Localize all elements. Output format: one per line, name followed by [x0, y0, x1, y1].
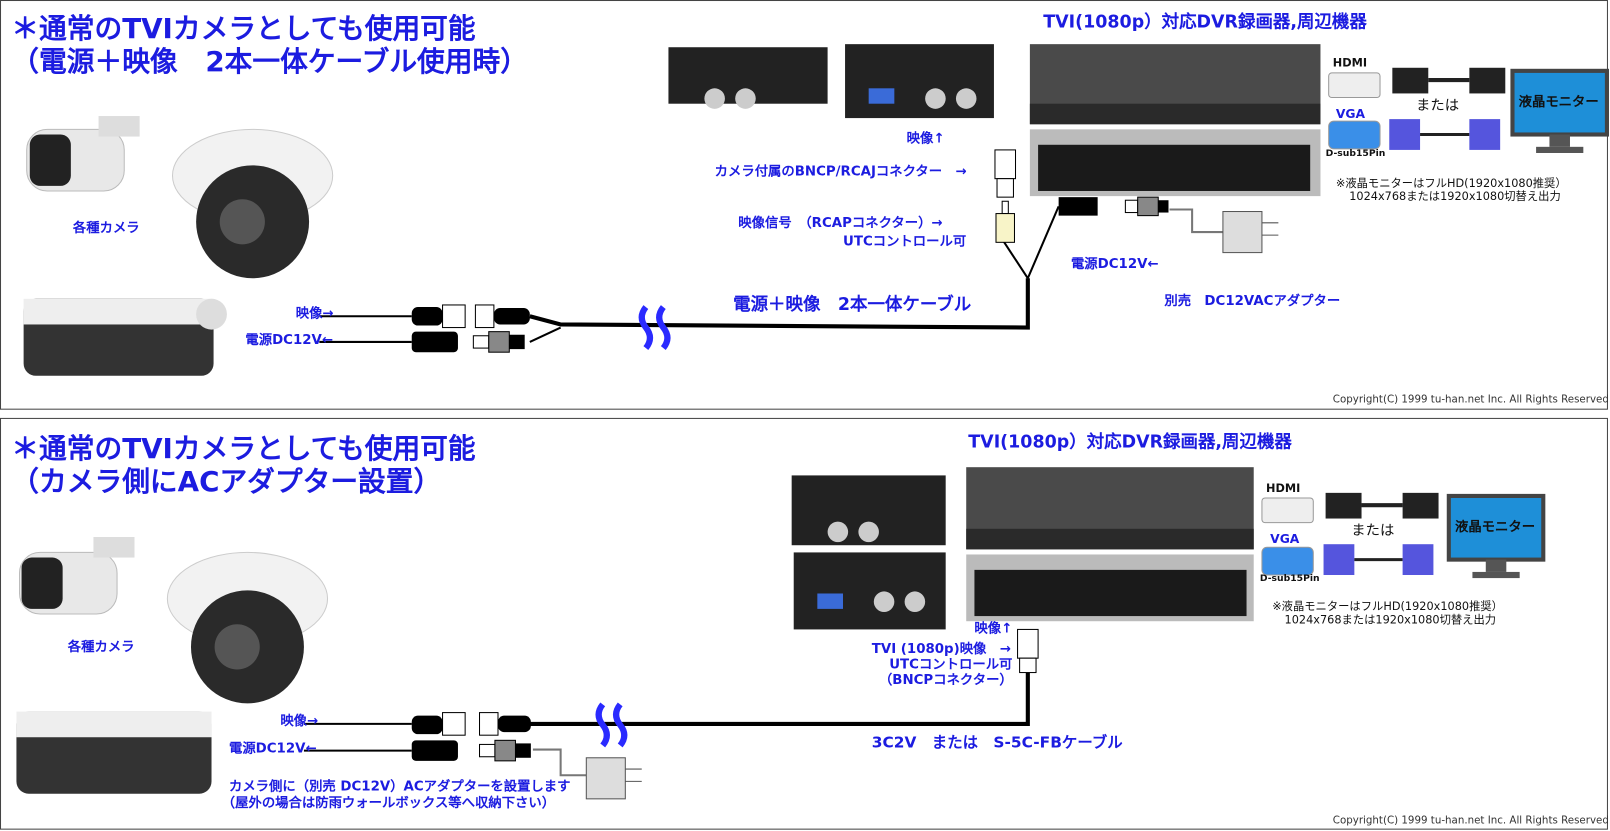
dvr-back-photo	[966, 554, 1254, 622]
cable-break-icon	[595, 702, 628, 748]
converter-vga-photo	[793, 552, 946, 630]
bnc-plug-icon	[1017, 628, 1039, 674]
converter-vga-photo	[845, 44, 994, 119]
note-2: 1024x768または1920x1080切替え出力	[1284, 612, 1497, 627]
bnc-connector-icon	[411, 712, 531, 736]
bnc-connector-icon	[411, 304, 530, 329]
dvr-title: TVI(1080p）対応DVR録画器,周辺機器	[1043, 12, 1367, 33]
video-up-label: 映像↑	[974, 621, 1013, 637]
panel-camera-side-adapter: ＊通常のTVIカメラとしても使用可能 （カメラ側にACアダプター設置） TVI(…	[0, 417, 1610, 830]
rca-label-1: 映像信号 （RCAPコネクター）→	[738, 215, 943, 232]
vga-label: VGA	[1270, 531, 1300, 547]
tvi-label-2: UTCコントロール可	[889, 657, 1013, 673]
ac-adapter-icon	[585, 757, 642, 800]
hdmi-port-icon	[1261, 497, 1314, 524]
title-line-1: ＊通常のTVIカメラとしても使用可能	[11, 13, 476, 46]
adapter-label: 別売 DC12VACアダプター	[1164, 293, 1341, 310]
video-label: 映像→	[280, 713, 319, 730]
cameras-label: 各種カメラ	[67, 639, 135, 656]
dvr-title: TVI(1080p）対応DVR録画器,周辺機器	[968, 432, 1292, 453]
cable-break-icon	[638, 305, 671, 351]
note-2: 1024x768または1920x1080切替え出力	[1349, 189, 1561, 204]
dsub-label: D-sub15Pin	[1259, 573, 1320, 585]
hdmi-label: HDMI	[1266, 481, 1301, 495]
dsub-label: D-sub15Pin	[1325, 148, 1386, 160]
tvi-label-3: （BNCPコネクター）	[878, 672, 1013, 688]
copyright: Copyright(C) 1999 tu-han.net Inc. All Ri…	[1332, 394, 1610, 406]
monitor-label: 液晶モニター	[1518, 94, 1599, 110]
panel-integrated-cable: ＊通常のTVIカメラとしても使用可能 （電源＋映像 2本一体ケーブル使用時） T…	[0, 0, 1610, 410]
adapter-note-1: カメラ側に（別売 DC12V）ACアダプターを設置します	[228, 779, 571, 795]
hdmi-port-icon	[1328, 72, 1381, 99]
adapter-note-2: （屋外の場合は防雨ウォールボックス等へ収納下さい）	[221, 795, 556, 812]
video-up-label: 映像↑	[906, 131, 945, 147]
tvi-label-1: TVI (1080p)映像 →	[871, 641, 1011, 658]
title-line-2: （電源＋映像 2本一体ケーブル使用時）	[11, 46, 528, 79]
copyright: Copyright(C) 1999 tu-han.net Inc. All Ri…	[1332, 815, 1610, 827]
dc-connector-icon	[411, 739, 531, 762]
wiring-diagram	[23, 44, 1609, 376]
video-label: 映像→	[295, 305, 334, 322]
dome-camera-icon	[166, 551, 329, 704]
box-camera-icon	[16, 711, 212, 794]
cable-label: 3C2V または S-5C-FBケーブル	[871, 733, 1123, 752]
monitor-icon	[1446, 493, 1546, 579]
dc-connector-icon	[411, 331, 525, 353]
monitor-icon	[1510, 68, 1609, 153]
box-camera-icon	[23, 298, 227, 376]
power-label: 電源DC12V←	[245, 332, 334, 349]
vga-label: VGA	[1335, 106, 1366, 122]
dvr-back-photo	[1029, 129, 1321, 197]
dvr-front-photo	[966, 467, 1254, 550]
rca-plug-icon	[995, 200, 1015, 243]
title-line-2: （カメラ側にACアダプター設置）	[11, 466, 442, 498]
title-line-1: ＊通常のTVIカメラとしても使用可能	[11, 433, 476, 466]
note-1: ※液晶モニターはフルHD(1920x1080推奨）	[1272, 599, 1503, 613]
bnc-plug-icon	[994, 149, 1017, 198]
wiring-diagram	[16, 467, 1546, 800]
vga-port-icon	[1328, 120, 1381, 150]
cameras-label: 各種カメラ	[72, 220, 140, 237]
hdmi-cable-icon	[1392, 67, 1506, 94]
dome-camera-icon	[171, 128, 334, 279]
converter-photo	[791, 475, 946, 546]
bnc-label: カメラ付属のBNCP/RCAJコネクター →	[714, 164, 967, 180]
hdmi-label: HDMI	[1332, 56, 1368, 70]
or-label: または	[1351, 522, 1395, 540]
cable-label: 電源＋映像 2本一体ケーブル	[733, 294, 972, 316]
vga-port-icon	[1261, 546, 1314, 576]
power-label: 電源DC12V←	[228, 741, 317, 757]
ac-adapter-icon	[1222, 211, 1279, 254]
note-1: ※液晶モニターはフルHD(1920x1080推奨）	[1335, 176, 1567, 190]
converter-photo	[668, 47, 828, 109]
hdmi-cable-icon	[1325, 492, 1439, 519]
rca-label-2: UTCコントロール可	[843, 234, 967, 250]
vga-cable-icon	[1323, 544, 1434, 576]
or-label: または	[1415, 97, 1460, 114]
monitor-label: 液晶モニター	[1454, 519, 1536, 535]
dvr-power-label: 電源DC12V←	[1070, 256, 1159, 273]
vga-cable-icon	[1389, 119, 1501, 150]
dvr-front-photo	[1029, 44, 1321, 125]
bullet-camera-icon	[18, 537, 135, 615]
dvr-dc-plug-icon	[1058, 196, 1169, 217]
bullet-camera-icon	[26, 116, 140, 192]
